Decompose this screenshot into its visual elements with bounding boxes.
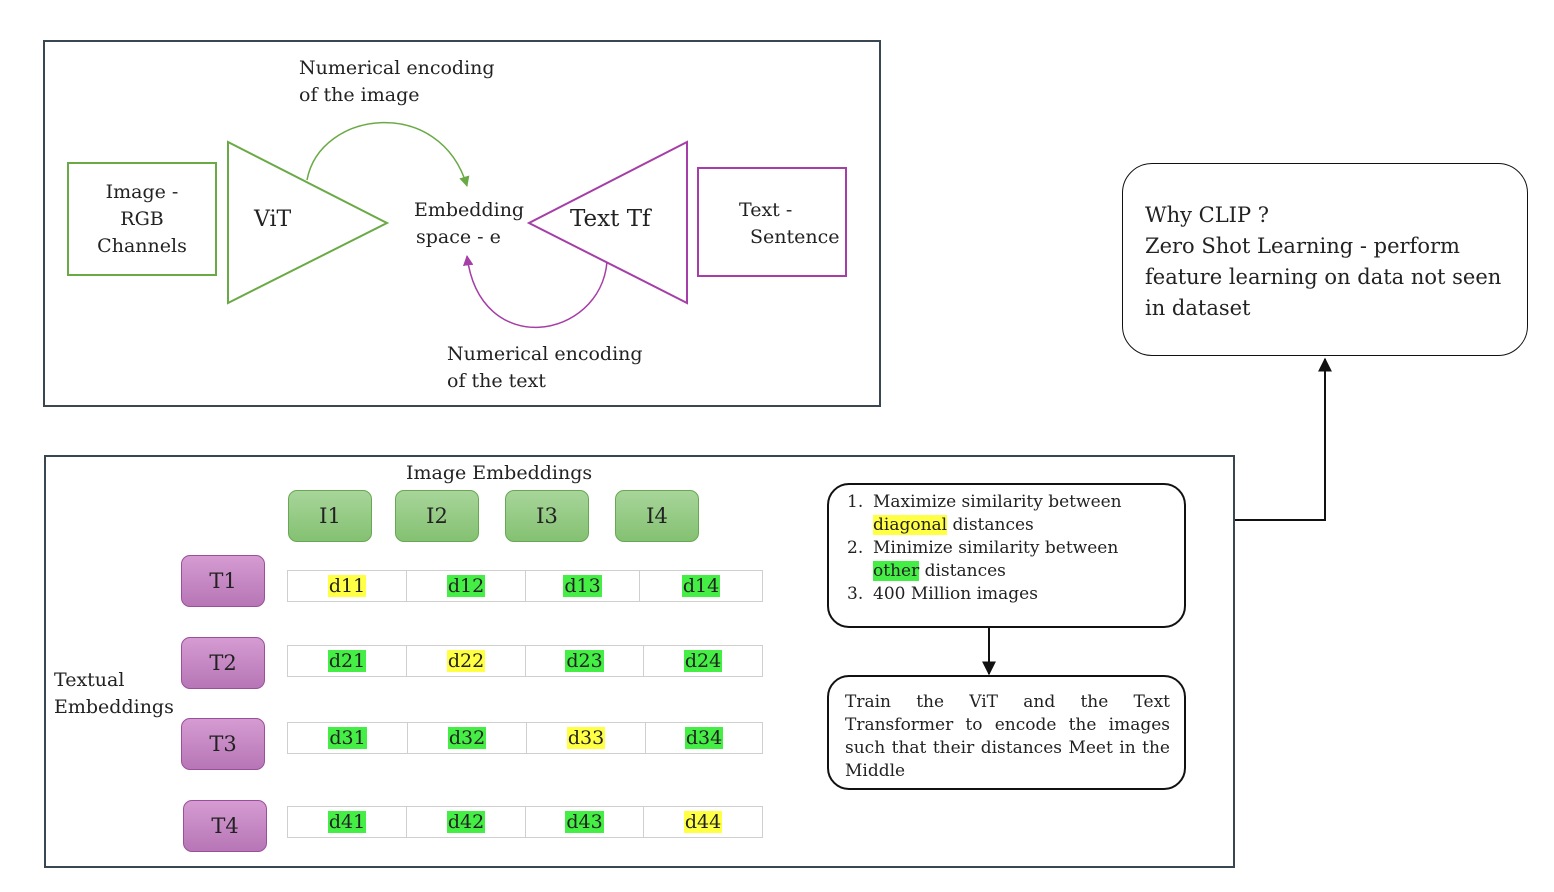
textual-embeddings-line1: Textual	[54, 669, 125, 691]
text-embedding-t4: T4	[183, 800, 267, 852]
objective-text: Maximize similarity between diagonal dis…	[873, 491, 1122, 537]
distance-value: d12	[446, 575, 486, 597]
image-embedding-i2: I2	[395, 490, 479, 542]
image-embedding-label: I4	[646, 504, 668, 528]
objective-item-1: 1. Maximize similarity between diagonal …	[831, 491, 1176, 537]
text-tf-label: Text Tf	[570, 206, 651, 232]
distance-cell: d14	[640, 571, 762, 601]
embedding-label-line2: space - e	[416, 226, 501, 248]
image-encoding-line1: Numerical encoding	[299, 57, 495, 79]
distance-row-1: d11 d12 d13 d14	[287, 570, 763, 602]
distance-value: d22	[446, 650, 486, 672]
distance-cell: d24	[644, 646, 762, 676]
image-encoding-arrow	[306, 121, 470, 188]
text-embedding-t2: T2	[181, 637, 265, 689]
objective-number: 3.	[847, 584, 864, 604]
distance-value: d44	[683, 811, 723, 833]
distance-value: d14	[681, 575, 721, 597]
distance-cell: d23	[526, 646, 644, 676]
objective-highlight-other: other	[873, 561, 920, 581]
text-encoding-line2: of the text	[447, 370, 546, 392]
training-text: Train the ViT and the Text Transformer t…	[845, 692, 1170, 781]
text-embedding-t3: T3	[181, 718, 265, 770]
text-sentence-box	[697, 167, 847, 277]
distance-value: d41	[327, 811, 367, 833]
objective-item-2: 2. Minimize similarity between other dis…	[831, 537, 1176, 583]
image-rgb-label: Image - RGB Channels	[97, 180, 187, 257]
why-clip-title: Why CLIP ?	[1145, 203, 1270, 227]
image-embedding-label: I1	[319, 504, 341, 528]
distance-value: d24	[683, 650, 723, 672]
objective-text-post: distances	[947, 515, 1034, 535]
objective-text: Minimize similarity between other distan…	[873, 537, 1118, 583]
distance-cell: d21	[288, 646, 407, 676]
distance-cell: d11	[288, 571, 407, 601]
image-embedding-label: I3	[536, 504, 558, 528]
why-clip-box: Why CLIP ? Zero Shot Learning - perform …	[1122, 163, 1528, 356]
textual-embeddings-line2: Embeddings	[54, 696, 174, 718]
image-rgb-box: Image - RGB Channels	[67, 162, 217, 276]
distance-value: d23	[565, 650, 604, 672]
training-box: Train the ViT and the Text Transformer t…	[827, 675, 1186, 790]
distance-cell: d13	[526, 571, 640, 601]
distance-value: d31	[328, 727, 367, 749]
distance-value: d32	[447, 727, 487, 749]
distance-row-2: d21 d22 d23 d24	[287, 645, 763, 677]
text-encoding-arrow	[462, 254, 608, 328]
similarity-panel	[44, 455, 1235, 868]
distance-cell: d31	[288, 723, 408, 753]
image-embedding-label: I2	[426, 504, 448, 528]
why-clip-description: Zero Shot Learning - perform feature lea…	[1145, 234, 1502, 320]
vit-label: ViT	[254, 207, 292, 232]
text-embedding-label: T3	[209, 732, 237, 756]
vit-triangle	[227, 140, 390, 305]
distance-row-3: d31 d32 d33 d34	[287, 722, 763, 754]
objective-item-3: 3. 400 Million images	[831, 583, 1176, 606]
image-embeddings-header: Image Embeddings	[406, 462, 593, 484]
distance-value: d42	[446, 811, 486, 833]
distance-cell: d43	[526, 807, 644, 837]
image-embedding-i3: I3	[505, 490, 589, 542]
encoder-panel	[43, 40, 881, 407]
distance-cell: d12	[407, 571, 526, 601]
objective-text-pre: Maximize similarity between	[873, 492, 1122, 512]
embedding-label-line1: Embedding	[414, 199, 525, 221]
objective-highlight-diagonal: diagonal	[873, 515, 948, 535]
distance-cell: d34	[646, 723, 762, 753]
distance-row-4: d41 d42 d43 d44	[287, 806, 763, 838]
text-embedding-t1: T1	[181, 555, 265, 607]
distance-value: d34	[684, 727, 724, 749]
distance-value: d13	[563, 575, 602, 597]
to-why-clip-arrow	[1234, 357, 1332, 521]
objective-text: 400 Million images	[873, 584, 1038, 604]
objectives-list: 1. Maximize similarity between diagonal …	[831, 491, 1176, 606]
image-embedding-i1: I1	[288, 490, 372, 542]
image-embedding-i4: I4	[615, 490, 699, 542]
text-encoding-line1: Numerical encoding	[447, 343, 643, 365]
distance-value: d11	[327, 575, 367, 597]
distance-cell: d42	[407, 807, 526, 837]
distance-cell: d33	[527, 723, 646, 753]
text-tf-triangle	[526, 140, 688, 305]
distance-value: d43	[565, 811, 604, 833]
objective-text-pre: Minimize similarity between	[873, 538, 1119, 558]
distance-value: d21	[327, 650, 367, 672]
objective-number: 2.	[847, 538, 864, 558]
distance-cell: d22	[407, 646, 526, 676]
text-embedding-label: T1	[209, 569, 237, 593]
distance-cell: d41	[288, 807, 407, 837]
image-encoding-line2: of the image	[299, 84, 420, 106]
distance-cell: d32	[408, 723, 527, 753]
distance-cell: d44	[644, 807, 762, 837]
text-sentence-line1: Text -	[739, 199, 793, 221]
text-embedding-label: T2	[209, 651, 237, 675]
text-sentence-line2: Sentence	[750, 226, 840, 248]
objectives-box: 1. Maximize similarity between diagonal …	[827, 483, 1186, 628]
distance-value: d33	[566, 727, 606, 749]
objective-text-post: distances	[919, 561, 1006, 581]
text-embedding-label: T4	[211, 814, 239, 838]
objective-number: 1.	[847, 492, 864, 512]
